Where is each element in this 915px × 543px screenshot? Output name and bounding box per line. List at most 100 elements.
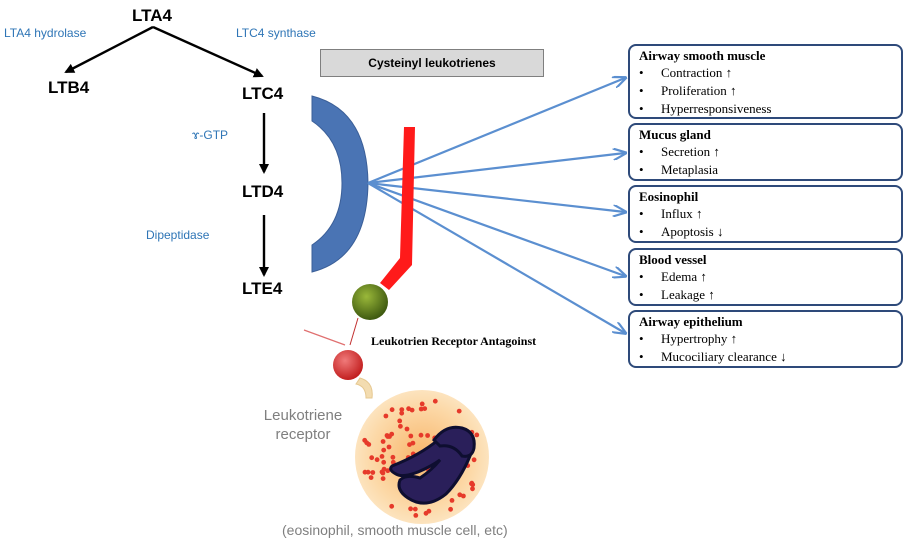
effect-item: •Metaplasia <box>639 162 719 177</box>
effect-list: •Hypertrophy ↑ •Mucociliary clearance ↓ <box>639 330 893 366</box>
granule-dot <box>404 426 410 432</box>
connector-line-2 <box>349 317 359 346</box>
ltd4-label: LTD4 <box>242 182 284 201</box>
antagonist-label: Leukotrien Receptor Antagoinst <box>371 334 537 348</box>
effect-title: Mucus gland <box>639 127 711 142</box>
granule-dot <box>389 407 395 413</box>
effect-item: •Contraction ↑ <box>639 65 733 80</box>
arrow-lta4-to-ltc4 <box>152 25 264 78</box>
effect-box-eosinophil: Eosinophil •Influx ↑ •Apoptosis ↓ <box>628 185 903 243</box>
granule-dot <box>419 401 425 407</box>
granule-dot <box>408 506 413 512</box>
granule-dot <box>422 406 428 411</box>
effect-item: •Hypertrophy ↑ <box>639 331 738 346</box>
effect-list: •Edema ↑ •Leakage ↑ <box>639 268 893 304</box>
granule-dot <box>399 410 405 416</box>
granule-dot <box>470 486 475 492</box>
granule-dot <box>426 508 432 514</box>
granule-dot <box>409 407 415 413</box>
effect-title: Blood vessel <box>639 252 707 267</box>
granule-dot <box>397 418 403 424</box>
effect-title: Airway epithelium <box>639 314 743 329</box>
granule-dot <box>469 480 475 486</box>
cell-caption: (eosinophil, smooth muscle cell, etc) <box>282 522 508 538</box>
granule-dot <box>362 469 368 475</box>
granule-dot <box>379 454 385 459</box>
granule-dot <box>384 433 390 438</box>
effect-item: •Edema ↑ <box>639 269 707 284</box>
effect-list: •Secretion ↑ •Metaplasia <box>639 143 893 179</box>
granule-dot <box>389 431 395 437</box>
connector-line <box>303 329 346 346</box>
granule-dot <box>383 413 389 419</box>
granule-dot <box>474 432 480 438</box>
granule-dot <box>432 398 438 404</box>
pathway-arrows <box>64 25 269 277</box>
eosinophil-cell <box>355 390 489 524</box>
lta4-label: LTA4 <box>132 6 172 25</box>
granule-dot <box>380 439 386 444</box>
granule-dot <box>386 444 392 450</box>
granule-dot <box>381 459 387 465</box>
granule-dot <box>418 432 424 438</box>
granule-dot <box>449 498 455 503</box>
effect-box-mucus-gland: Mucus gland •Secretion ↑ •Metaplasia <box>628 123 903 181</box>
granule-dot <box>413 513 419 518</box>
effect-title: Airway smooth muscle <box>639 48 766 63</box>
enzyme-dipeptidase: Dipeptidase <box>146 228 210 242</box>
granule-dot <box>407 442 412 447</box>
granule-dot <box>408 433 414 439</box>
enzyme-lta4-hydrolase: LTA4 hydrolase <box>4 26 87 40</box>
antagonist-ball <box>352 284 388 320</box>
effect-item: •Mucociliary clearance ↓ <box>639 349 787 364</box>
cell-nucleus-lobe <box>432 425 476 458</box>
enzyme-ltc4-synthase: LTC4 synthase <box>236 26 316 40</box>
granule-dot <box>461 493 466 499</box>
granule-dot <box>380 476 386 481</box>
receptor-stalk <box>355 377 373 399</box>
cysteinyl-leukotrienes-banner: Cysteinyl leukotrienes <box>320 49 544 77</box>
granule-dot <box>368 475 374 480</box>
receptor-label: Leukotriene receptor <box>258 406 348 444</box>
ltc4-label: LTC4 <box>242 84 284 103</box>
granule-dot <box>398 423 403 429</box>
granule-dot <box>369 455 375 461</box>
lte4-label: LTE4 <box>242 279 283 298</box>
granule-dot <box>381 466 387 472</box>
receptor-label-line1: Leukotriene <box>263 407 343 424</box>
granule-dot <box>456 408 462 414</box>
granule-dot <box>362 437 368 443</box>
granule-dot <box>471 457 477 463</box>
effect-item: •Proliferation ↑ <box>639 83 737 98</box>
granule-dot <box>412 506 418 512</box>
granule-dot <box>381 447 387 453</box>
effect-box-airway-smooth-muscle: Airway smooth muscle •Contraction ↑ •Pro… <box>628 44 903 119</box>
granule-dot <box>418 406 424 412</box>
granule-dot <box>390 454 396 460</box>
effect-list: •Contraction ↑ •Proliferation ↑ •Hyperre… <box>639 64 893 118</box>
antagonist-stick <box>380 127 415 290</box>
effect-item: •Secretion ↑ <box>639 144 720 159</box>
enzyme-gtp: ɤ-GTP <box>192 128 229 142</box>
effect-box-airway-epithelium: Airway epithelium •Hypertrophy ↑ •Mucoci… <box>628 310 903 368</box>
granule-dot <box>380 470 386 476</box>
effect-list: •Influx ↑ •Apoptosis ↓ <box>639 205 893 241</box>
receptor-label-line2: receptor <box>275 426 331 443</box>
ltb4-label: LTB4 <box>48 78 90 97</box>
receptor-ball <box>333 350 363 380</box>
effect-item: •Hyperresponsiveness <box>639 101 772 116</box>
granule-dot <box>374 457 380 463</box>
granule-dot <box>370 470 376 475</box>
granule-dot <box>389 503 395 509</box>
granule-dot <box>385 468 391 474</box>
receptor-crescent-shape <box>311 95 369 273</box>
effect-item: •Influx ↑ <box>639 206 703 221</box>
effect-item: •Leakage ↑ <box>639 287 715 302</box>
effect-box-blood-vessel: Blood vessel •Edema ↑ •Leakage ↑ <box>628 248 903 306</box>
granule-dot <box>448 506 453 512</box>
granule-dot <box>399 407 405 412</box>
effect-title: Eosinophil <box>639 189 699 204</box>
effect-item: •Apoptosis ↓ <box>639 224 724 239</box>
arrow-lta4-to-ltb4 <box>64 25 154 74</box>
